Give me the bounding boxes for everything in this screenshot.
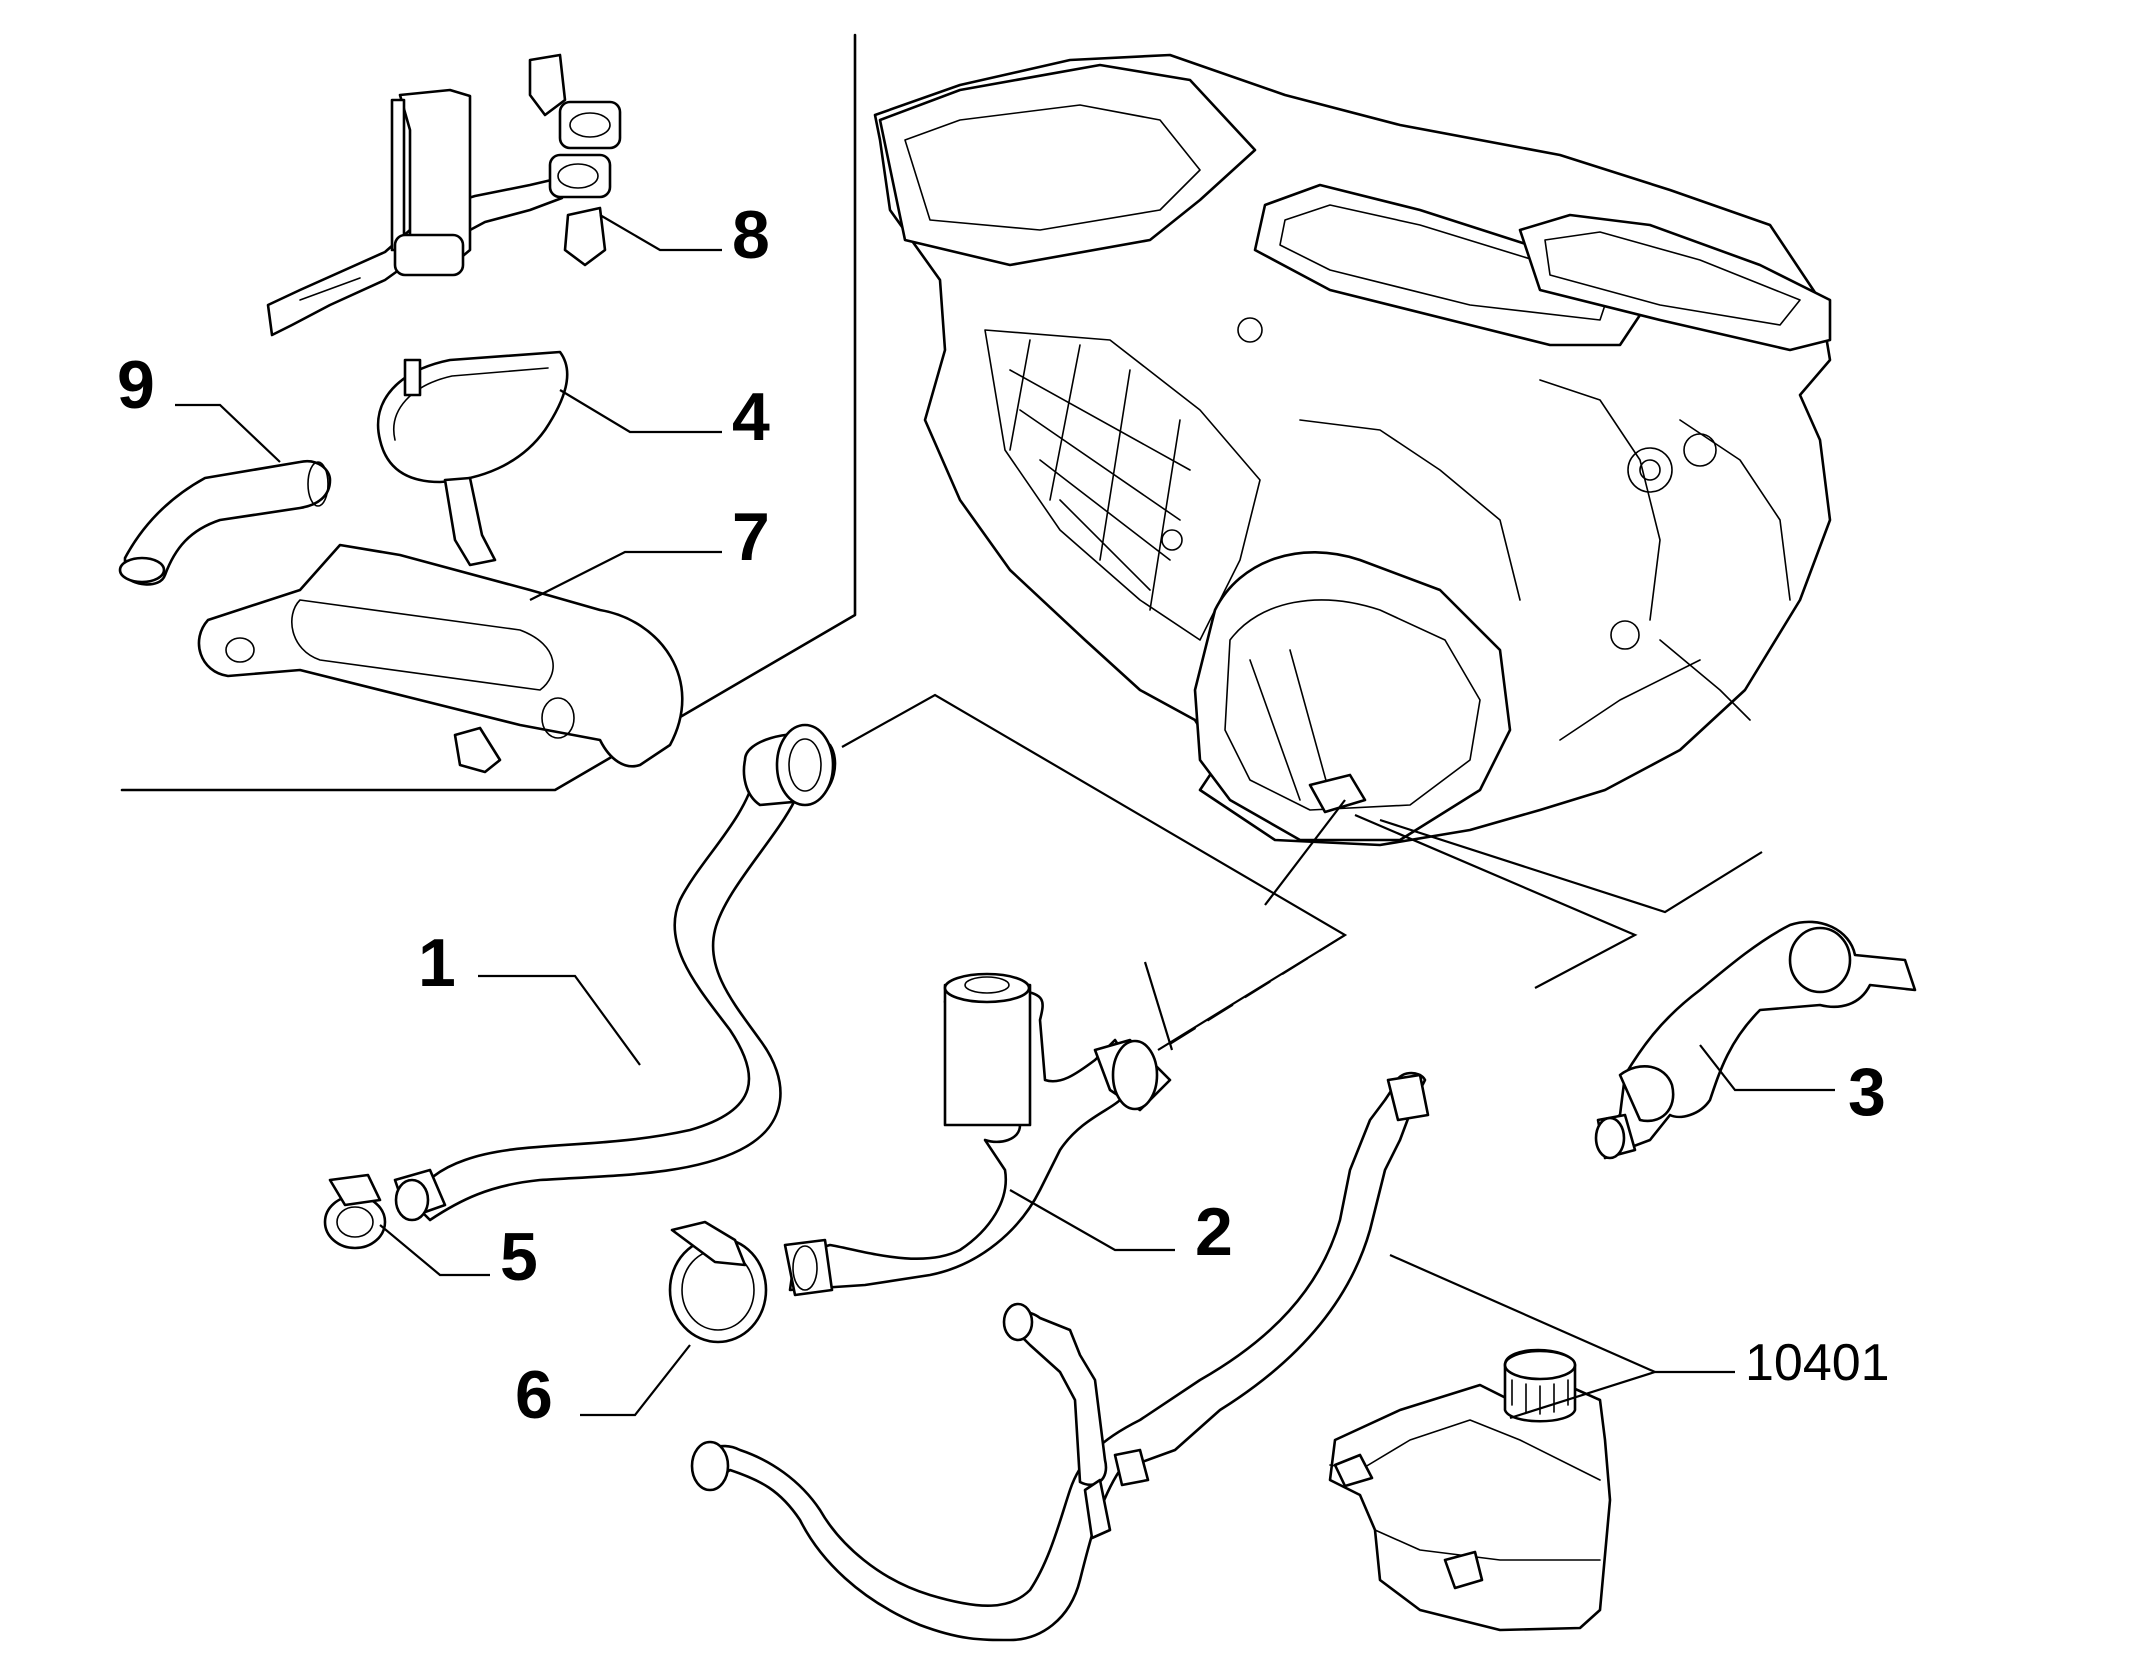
callout-8: 8 — [732, 197, 770, 273]
callout-1: 1 — [418, 925, 456, 1001]
hvac-heater-unit — [873, 53, 1832, 847]
part-3-elbow-pipe — [1594, 920, 1917, 1160]
part-6-band-clamp — [668, 1220, 768, 1344]
callout-4: 4 — [732, 379, 770, 455]
part-4-loop-clamp — [376, 350, 569, 567]
callout-6: 6 — [515, 1357, 553, 1433]
part-10401-hose-set — [690, 1071, 1430, 1642]
part-8-bracket — [266, 53, 622, 337]
part-5-small-clamp — [323, 1173, 387, 1250]
callout-2: 2 — [1195, 1194, 1233, 1270]
callout-5: 5 — [500, 1219, 538, 1295]
inset-border — [120, 33, 857, 792]
reference-number: 10401 — [1745, 1334, 1890, 1392]
callout-9: 9 — [117, 347, 155, 423]
part-2-y-hose — [783, 972, 1172, 1297]
leader-lines — [175, 214, 1835, 1420]
part-7-shield-plate — [197, 543, 684, 774]
guide-lines — [841, 693, 1763, 1051]
part-9-short-hose — [118, 459, 332, 586]
callout-3: 3 — [1848, 1054, 1886, 1130]
callout-7: 7 — [732, 499, 770, 575]
expansion-tank — [1328, 1348, 1612, 1632]
callout-labels: 1 2 3 4 5 6 7 8 9 10401 — [117, 197, 1890, 1433]
part-1-long-hose — [393, 723, 837, 1222]
